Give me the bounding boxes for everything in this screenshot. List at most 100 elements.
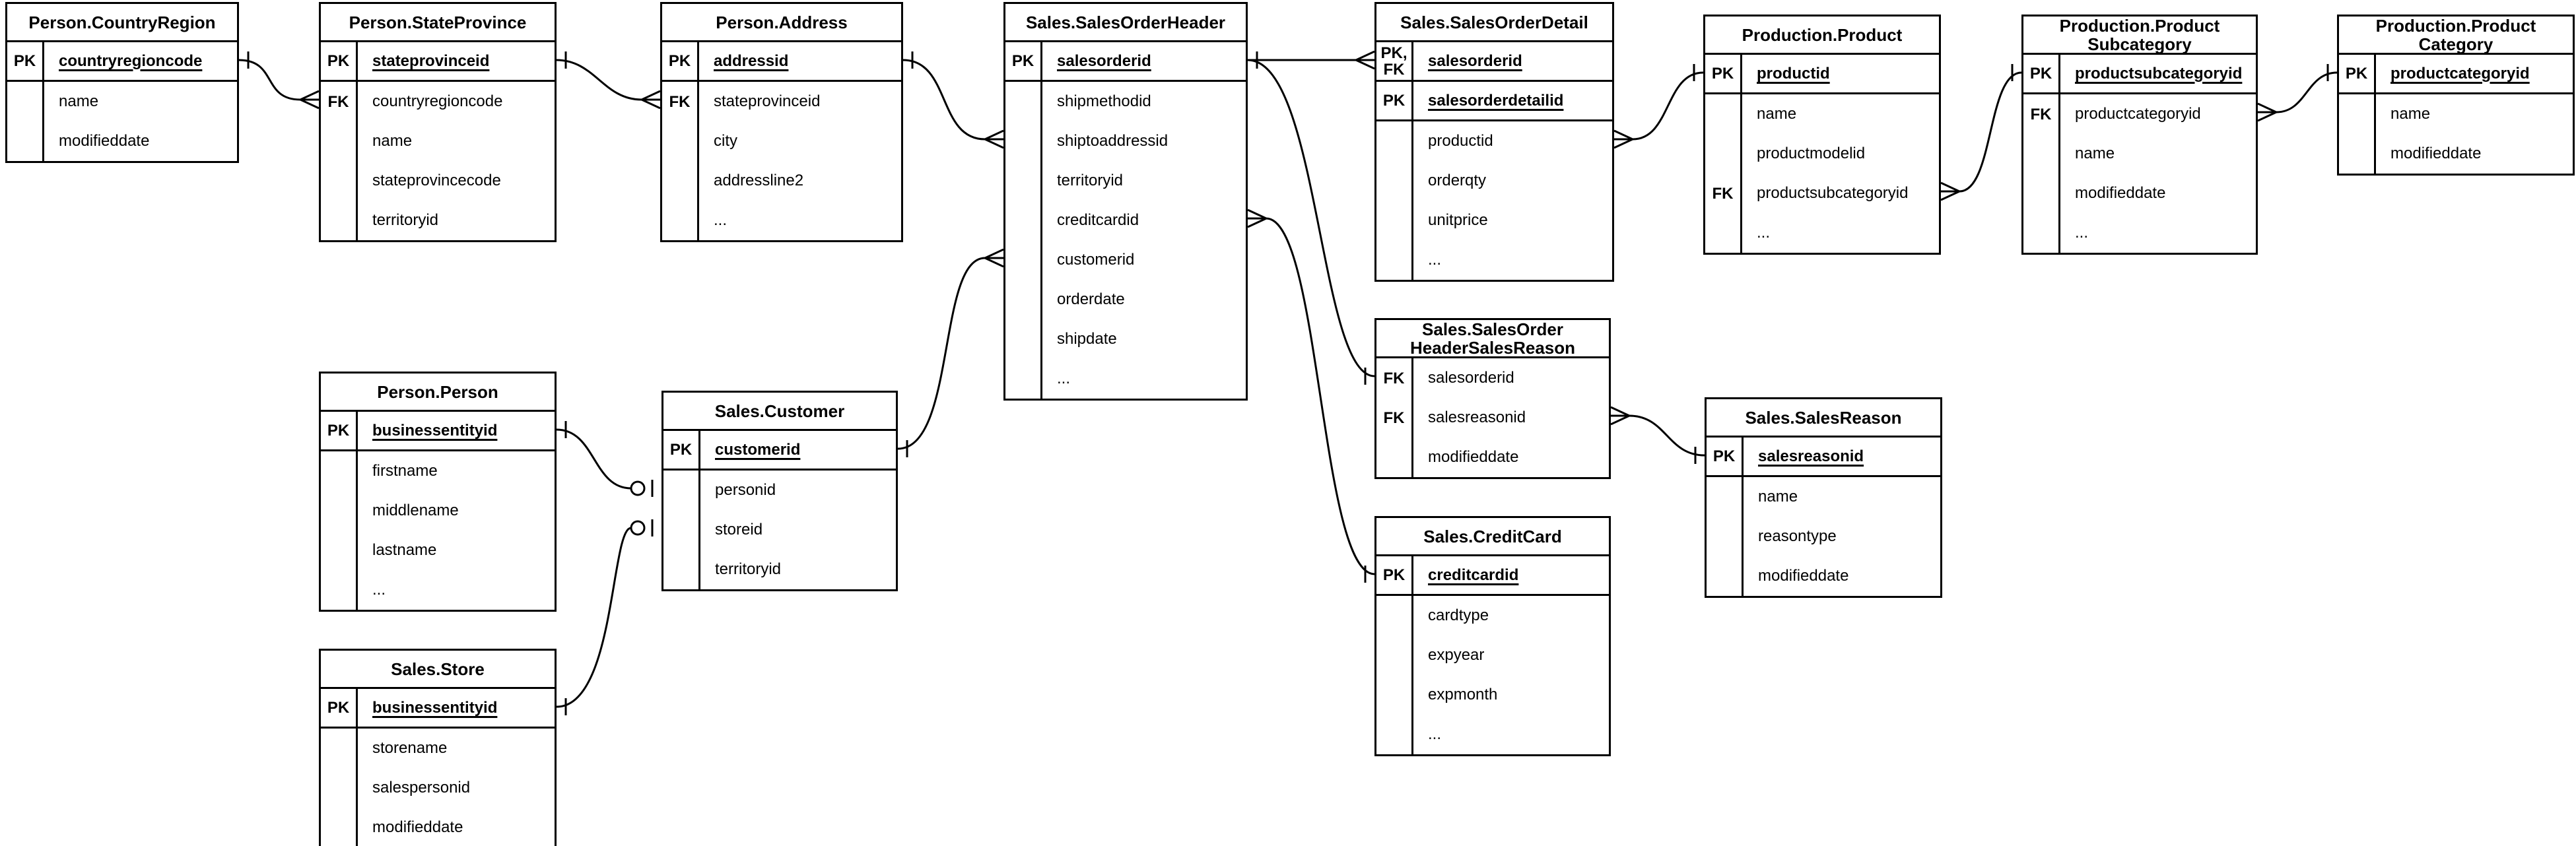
key-label: PK	[1705, 55, 1742, 92]
key-label: PK	[662, 42, 699, 80]
table-row: productid	[1376, 121, 1612, 161]
table-row: ...	[1005, 359, 1246, 399]
field-name: territoryid	[372, 211, 439, 229]
key-label	[663, 550, 700, 589]
table-row: PK stateprovinceid	[321, 42, 555, 82]
field-name: city	[714, 132, 737, 150]
table-row: expyear	[1376, 635, 1609, 675]
table-row: name	[1707, 477, 1940, 517]
edge-salesreason-headersalesreason	[1610, 406, 1705, 464]
table-row: cardtype	[1376, 596, 1609, 635]
table-row: city	[662, 121, 901, 161]
field-name: creditcardid	[1428, 566, 1519, 584]
key-label: PK	[321, 42, 358, 80]
table-row: stateprovincecode	[321, 161, 555, 201]
table-row: PK creditcardid	[1376, 556, 1609, 596]
field-name: expyear	[1428, 646, 1485, 664]
key-label	[1005, 359, 1042, 399]
field-name: stateprovincecode	[372, 172, 501, 189]
table-row: FK stateprovinceid	[662, 82, 901, 121]
key-label: PK	[663, 431, 700, 469]
field-name: salesorderdetailid	[1428, 91, 1564, 110]
table-row: ...	[321, 570, 555, 610]
field-name: stateprovinceid	[372, 51, 490, 70]
table-title: Person.CountryRegion	[7, 4, 237, 42]
field-name: businessentityid	[372, 421, 498, 439]
edge-product-salesorderdetail	[1613, 64, 1704, 149]
field-name: unitprice	[1428, 211, 1488, 229]
key-label	[1376, 438, 1413, 477]
key-label	[7, 82, 44, 121]
field-name: shiptoaddressid	[1057, 132, 1169, 150]
table-row: FK salesreasonid	[1376, 398, 1609, 438]
table-person-address: Person.Address PK addressid FK stateprov…	[660, 2, 903, 242]
edge-stateprovince-address	[556, 51, 661, 110]
key-label	[1376, 635, 1413, 675]
field-name: modifieddate	[2390, 145, 2482, 162]
table-title: Person.Address	[662, 4, 901, 42]
field-name: expmonth	[1428, 686, 1498, 703]
key-label: PK, FK	[1376, 42, 1413, 80]
key-label	[663, 510, 700, 550]
table-row: unitprice	[1376, 201, 1612, 240]
table-row: modifieddate	[7, 121, 237, 161]
key-label: FK	[1376, 398, 1413, 438]
table-title: Person.StateProvince	[321, 4, 555, 42]
field-name: shipmethodid	[1057, 92, 1151, 110]
key-label: PK	[2339, 55, 2376, 92]
key-label	[1005, 82, 1042, 121]
table-title: Sales.SalesOrderHeader	[1005, 4, 1246, 42]
table-title: Sales.Customer	[663, 393, 896, 431]
field-name: businessentityid	[372, 698, 498, 717]
key-label	[1005, 161, 1042, 201]
key-label	[2023, 174, 2060, 213]
table-title: Person.Person	[321, 374, 555, 412]
table-row: modifieddate	[1376, 438, 1609, 477]
table-row: firstname	[321, 451, 555, 491]
key-label	[1005, 280, 1042, 319]
table-sales-store: Sales.Store PK businessentityid storenam…	[319, 649, 557, 846]
field-name: territoryid	[1057, 172, 1124, 189]
field-name: personid	[715, 481, 776, 499]
table-row: ...	[1376, 715, 1609, 754]
key-label	[1005, 201, 1042, 240]
field-name: ...	[2075, 224, 2089, 242]
field-name: addressid	[714, 51, 789, 70]
table-row: PK countryregioncode	[7, 42, 237, 82]
key-label	[662, 201, 699, 240]
table-row: PK productid	[1705, 55, 1939, 94]
field-name: productid	[1428, 132, 1493, 150]
key-label	[1707, 517, 1744, 556]
edge-productsubcategory-product	[1940, 64, 2022, 201]
table-row: PK, FK salesorderid	[1376, 42, 1612, 82]
edge-person-customer	[556, 421, 654, 497]
field-name: orderqty	[1428, 172, 1487, 189]
table-row: lastname	[321, 531, 555, 570]
field-name: salesreasonid	[1428, 408, 1526, 426]
edge-customer-salesorderheader	[897, 248, 1004, 457]
table-row: modifieddate	[2339, 134, 2573, 174]
field-name: salesreasonid	[1758, 447, 1864, 465]
table-row: PK productcategoryid	[2339, 55, 2573, 94]
table-row: name	[1705, 94, 1939, 134]
edge-salesorderheader-salesorderdetail	[1248, 50, 1375, 70]
field-name: name	[372, 132, 413, 150]
edge-address-salesorderheader	[902, 51, 1004, 149]
key-label: PK	[2023, 55, 2060, 92]
key-label	[1005, 319, 1042, 359]
key-label	[1376, 675, 1413, 715]
key-label	[321, 808, 358, 846]
key-label	[321, 451, 358, 491]
field-name: productsubcategoryid	[1757, 184, 1909, 202]
table-row: territoryid	[1005, 161, 1246, 201]
field-name: storeid	[715, 521, 763, 538]
field-name: creditcardid	[1057, 211, 1139, 229]
table-title: Production.Product Subcategory	[2023, 16, 2256, 55]
field-name: firstname	[372, 462, 438, 480]
field-name: orderdate	[1057, 290, 1125, 308]
field-name: productcategoryid	[2390, 64, 2530, 82]
table-row: territoryid	[321, 201, 555, 240]
table-title: Production.Product Category	[2339, 16, 2573, 55]
key-label	[321, 768, 358, 808]
